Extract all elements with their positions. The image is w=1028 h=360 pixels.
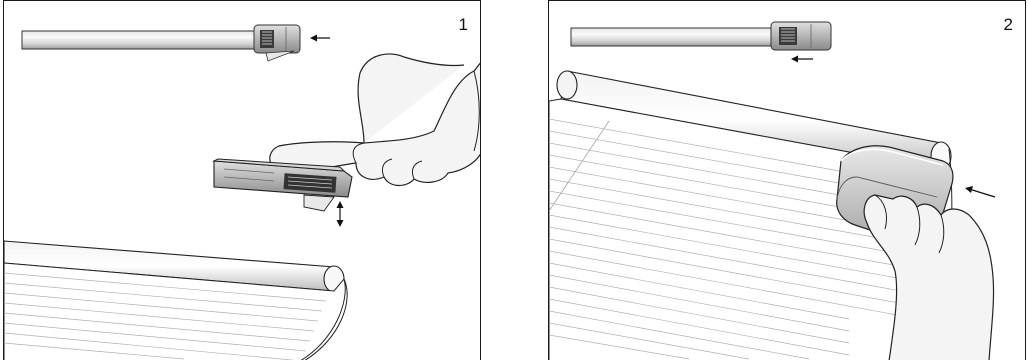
- rod-with-clip-detail: [571, 22, 831, 50]
- step-2-panel: 2: [548, 0, 1026, 360]
- flip-chart-pad: [4, 241, 347, 360]
- rod-with-clip-detail: [22, 25, 300, 61]
- step-1-illustration: [4, 1, 481, 360]
- arrow-left-icon: [310, 35, 330, 42]
- step-1-panel: 1: [3, 0, 481, 360]
- clip-device: [214, 159, 352, 211]
- arrow-up-down-icon: [337, 201, 344, 227]
- step-2-illustration: [549, 1, 1026, 360]
- arrow-left-icon: [965, 186, 995, 197]
- arrow-left-icon: [791, 56, 813, 63]
